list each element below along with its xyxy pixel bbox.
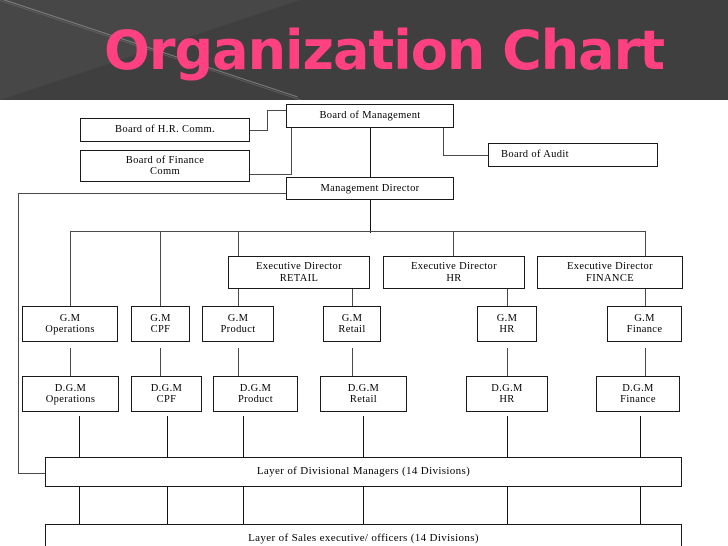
connector-gm-to-dgm-product (238, 348, 239, 376)
bus-drop-gm-cpf (160, 231, 161, 306)
connector-dgm-finance-to-divisional (640, 416, 641, 458)
node-board-of-finance-comm[interactable]: Board of Finance Comm (80, 150, 250, 182)
node-layer-sales-executives[interactable]: Layer of Sales executive/ officers (14 D… (45, 524, 682, 546)
slide-header-band: Organization Chart (0, 0, 728, 100)
connector-hr-comm-to-board-mgmt-horizontal-2 (267, 110, 286, 111)
connector-mgmt-director-down-to-bus (370, 199, 371, 233)
node-dgm-cpf[interactable]: D.G.M CPF (131, 376, 202, 412)
connector-hr-comm-to-board-mgmt-horizontal-1 (250, 130, 268, 131)
bus-drop-gm-operations (70, 231, 71, 306)
bus-drop-ed-finance (645, 231, 646, 257)
node-gm-retail[interactable]: G.M Retail (323, 306, 381, 342)
node-gm-hr[interactable]: G.M HR (477, 306, 537, 342)
node-board-of-hr-comm[interactable]: Board of H.R. Comm. (80, 118, 250, 142)
bus-drop-ed-hr (453, 231, 454, 257)
node-management-director[interactable]: Management Director (286, 177, 454, 200)
node-executive-director-retail[interactable]: Executive Director RETAIL (228, 256, 370, 289)
node-executive-director-finance[interactable]: Executive Director FINANCE (537, 256, 683, 289)
bus-drop-ed-retail (238, 231, 239, 257)
node-gm-product[interactable]: G.M Product (202, 306, 274, 342)
connector-ed-retail-to-gm-retail (352, 289, 353, 306)
connector-board-mgmt-to-mgmt-director (370, 127, 371, 178)
connector-gm-to-dgm-cpf (160, 348, 161, 376)
connector-board-mgmt-to-audit-vertical (443, 127, 444, 155)
connector-divisional-to-sales-2 (167, 487, 168, 525)
connector-divisional-to-sales-4 (363, 487, 364, 525)
connector-dgm-operations-to-divisional (79, 416, 80, 458)
connector-left-spine-to-divisional-bar (18, 473, 46, 474)
org-chart: Board of Management Board of H.R. Comm. … (0, 100, 728, 546)
connector-gm-to-dgm-finance (645, 348, 646, 376)
distribution-bus-horizontal (70, 231, 646, 232)
node-board-of-audit[interactable]: Board of Audit (488, 143, 658, 167)
node-layer-divisional-managers[interactable]: Layer of Divisional Managers (14 Divisio… (45, 457, 682, 487)
connector-dgm-product-to-divisional (243, 416, 244, 458)
connector-dgm-retail-to-divisional (363, 416, 364, 458)
connector-finance-comm-to-board-mgmt-horizontal (250, 174, 292, 175)
connector-ed-hr-to-gm-hr (507, 289, 508, 306)
connector-dgm-hr-to-divisional (507, 416, 508, 458)
connector-divisional-to-sales-6 (640, 487, 641, 525)
node-dgm-product[interactable]: D.G.M Product (213, 376, 298, 412)
node-gm-finance[interactable]: G.M Finance (607, 306, 682, 342)
node-board-of-management[interactable]: Board of Management (286, 104, 454, 128)
connector-dgm-cpf-to-divisional (167, 416, 168, 458)
connector-left-spine-vertical (18, 193, 19, 473)
connector-mgmt-director-left-horizontal (18, 193, 286, 194)
connector-gm-to-dgm-retail (352, 348, 353, 376)
connector-finance-comm-to-board-mgmt-vertical (291, 127, 292, 175)
node-gm-cpf[interactable]: G.M CPF (131, 306, 190, 342)
node-dgm-operations[interactable]: D.G.M Operations (22, 376, 119, 412)
connector-ed-retail-to-gm-product (238, 289, 239, 306)
node-dgm-retail[interactable]: D.G.M Retail (320, 376, 407, 412)
connector-gm-to-dgm-operations (70, 348, 71, 376)
connector-ed-finance-to-gm-finance (645, 289, 646, 306)
node-gm-operations[interactable]: G.M Operations (22, 306, 118, 342)
connector-board-mgmt-to-audit-horizontal (443, 155, 489, 156)
node-executive-director-hr[interactable]: Executive Director HR (383, 256, 525, 289)
connector-divisional-to-sales-5 (507, 487, 508, 525)
connector-divisional-to-sales-1 (79, 487, 80, 525)
node-dgm-hr[interactable]: D.G.M HR (466, 376, 548, 412)
page-title: Organization Chart (103, 19, 665, 82)
connector-gm-to-dgm-hr (507, 348, 508, 376)
connector-divisional-to-sales-3 (243, 487, 244, 525)
node-dgm-finance[interactable]: D.G.M Finance (596, 376, 680, 412)
connector-hr-comm-to-board-mgmt-vertical (267, 110, 268, 131)
